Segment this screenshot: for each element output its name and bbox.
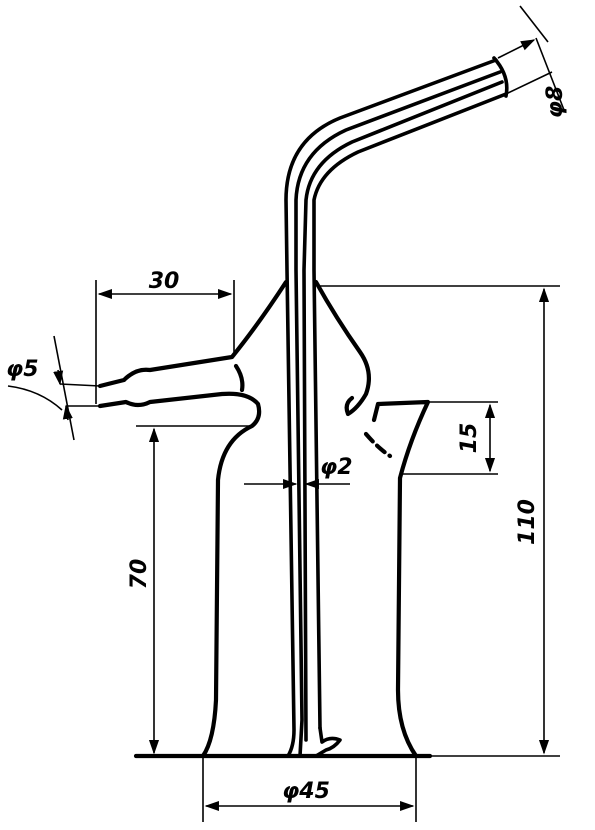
dim-base-diameter: φ45: [202, 756, 417, 822]
inner-tube: [284, 56, 509, 758]
opening-lip-dashed: [363, 431, 393, 459]
dim-label-top-tube: φ8: [543, 86, 568, 119]
dim-top-tube: φ8: [497, 5, 568, 119]
vessel-outline: [97, 279, 433, 759]
dim-side-tube: φ5: [6, 335, 101, 441]
dim-base-height: 70: [127, 425, 252, 755]
dim-label-base-height: 70: [127, 559, 152, 590]
dim-label-base-diameter: φ45: [282, 779, 330, 804]
dim-label-side-span: 30: [149, 269, 180, 294]
dim-side-span: 30: [95, 269, 235, 404]
dim-label-total-height: 110: [515, 499, 540, 545]
dim-total-height: 110: [320, 285, 560, 757]
dim-label-side-tube: φ5: [6, 357, 39, 382]
dim-label-inner-tube: φ2: [320, 455, 353, 480]
dim-opening-height: 15: [400, 401, 498, 475]
dim-label-opening-height: 15: [457, 423, 482, 454]
side-tube-lip: [233, 363, 245, 393]
dim-inner-tube: φ2: [244, 455, 353, 490]
